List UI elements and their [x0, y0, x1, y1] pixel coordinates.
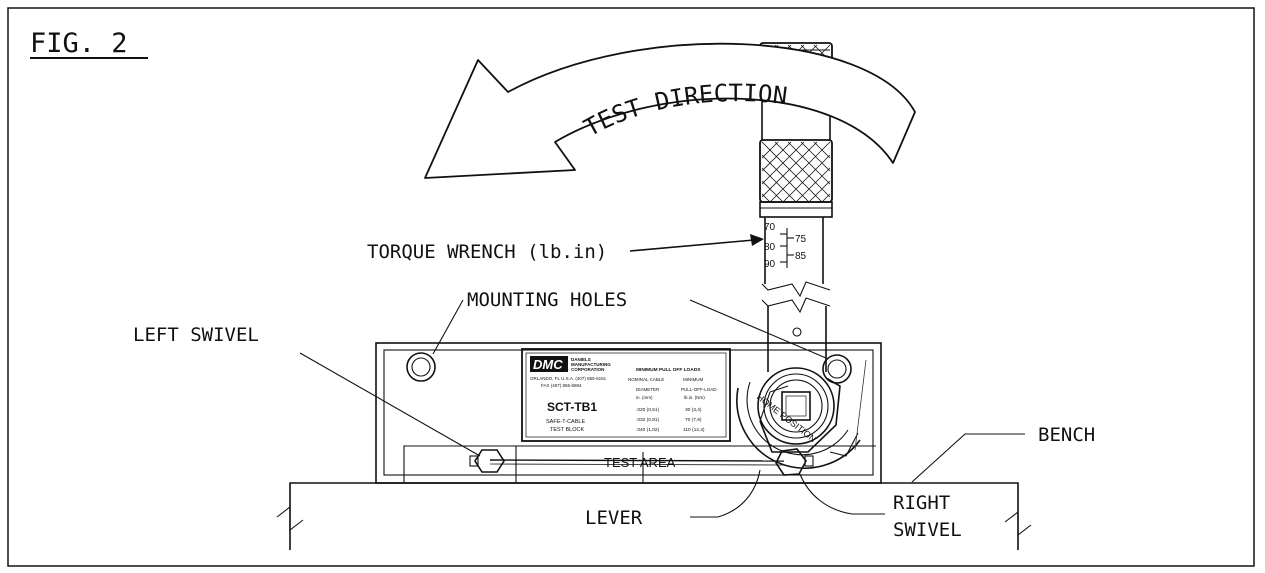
figure-title: FIG. 2 — [30, 28, 128, 59]
mounting-holes-leader-left — [432, 299, 464, 355]
right-swivel — [775, 448, 814, 476]
nameplate-col2-sub: PULL-OFF-LOAD — [681, 387, 717, 392]
bench-label: BENCH — [1038, 424, 1095, 446]
nameplate-row2-load: 70 (7,9) — [685, 417, 702, 423]
nameplate-row1-diameter: .020 (0,51) — [636, 407, 660, 413]
scale-tick-80: 80 — [764, 242, 776, 253]
nameplate-company-2: MANUFACTURING — [571, 362, 611, 367]
left-swivel-leader — [299, 352, 481, 457]
nameplate-product-1: SAFE-T-CABLE — [546, 419, 585, 425]
nameplate-product-2: TEST BLOCK — [550, 427, 584, 433]
nameplate: DMC DANIELS MANUFACTURING CORPORATION OR… — [521, 348, 731, 442]
test-cable-lower — [489, 463, 785, 466]
scale-tick-75: 75 — [795, 234, 807, 245]
home-position-leader — [854, 359, 867, 451]
lever-label: LEVER — [585, 507, 643, 529]
nameplate-col1-sub: DIAMETER — [636, 387, 660, 392]
scale-tick-90: 90 — [764, 259, 776, 270]
lever — [759, 377, 859, 457]
mounting-holes-leader-right — [689, 299, 827, 359]
bench-leader — [911, 433, 1025, 483]
wrench-socket — [757, 367, 835, 445]
test-direction-arrow — [424, 42, 916, 179]
mounting-hole-left — [406, 352, 436, 382]
mounting-hole-right — [822, 354, 852, 384]
nameplate-row2-diameter: .032 (0,81) — [636, 417, 660, 423]
nameplate-col2-units: lb.in. (Nm) — [684, 395, 705, 400]
nameplate-col1-header: NOMINAL CABLE — [628, 377, 664, 382]
test-block — [375, 342, 882, 484]
lever-leader — [690, 469, 761, 518]
scale-tick-85: 85 — [795, 251, 807, 262]
nameplate-company-1: DANIELS — [571, 357, 591, 362]
left-swivel-label: LEFT SWIVEL — [133, 324, 259, 346]
nameplate-col1-units: in. (mm) — [636, 395, 653, 400]
nameplate-col2-header: MINIMUM — [683, 377, 703, 382]
test-area-label: TEST AREA — [604, 455, 676, 470]
figure-frame — [7, 7, 1255, 567]
home-position-arc — [736, 381, 861, 469]
right-swivel-label-1: RIGHT — [893, 492, 950, 514]
torque-wrench-leader — [629, 234, 764, 252]
nameplate-company-3: CORPORATION — [571, 367, 604, 372]
right-swivel-label-2: SWIVEL — [893, 519, 962, 541]
mounting-holes-label: MOUNTING HOLES — [467, 289, 627, 311]
scale-tick-70: 70 — [764, 222, 776, 233]
nameplate-row3-diameter: .040 (1,02) — [636, 427, 660, 433]
nameplate-logo: DMC — [533, 357, 563, 372]
test-cable — [489, 459, 785, 462]
nameplate-table-title: MINIMUM PULL OFF LOADS — [636, 367, 701, 373]
nameplate-row1-load: 30 (3,4) — [685, 407, 702, 413]
left-swivel — [469, 449, 505, 473]
nameplate-fax: FAX (407) 855-6884 — [541, 383, 582, 388]
torque-wrench-label: TORQUE WRENCH (lb.in) — [367, 241, 607, 263]
right-swivel-leader — [799, 473, 885, 515]
nameplate-row3-load: 110 (12,4) — [683, 427, 705, 433]
nameplate-address: ORLANDO, FL U.S.A. (407) 855-6161 — [530, 376, 607, 381]
nameplate-model: SCT-TB1 — [547, 400, 597, 414]
